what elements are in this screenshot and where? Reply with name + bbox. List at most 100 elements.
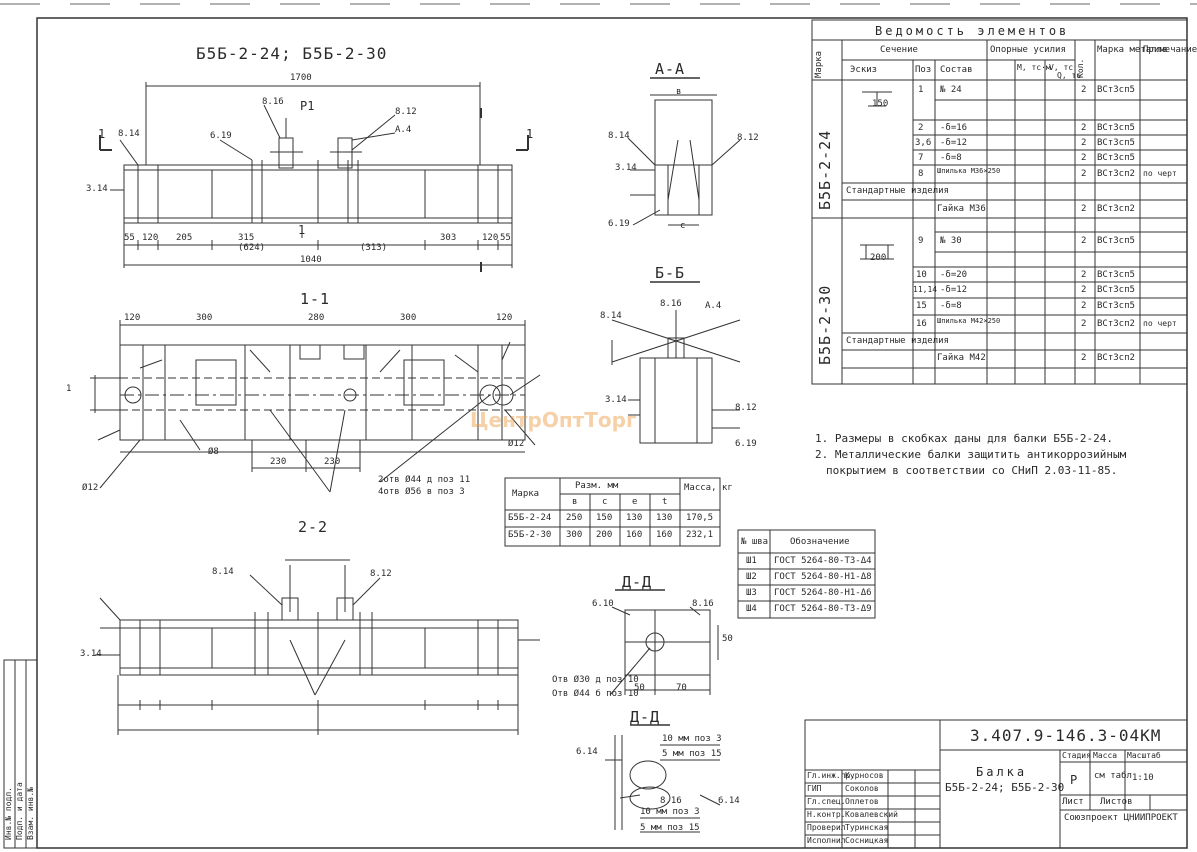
el-count: 2 [1081, 123, 1087, 133]
elements-header: V, тс [1049, 63, 1074, 72]
weld-table-header: Обозначение [790, 537, 850, 547]
title-block-lines [804, 719, 1188, 849]
dims-table-sub: е [632, 497, 638, 507]
group2-std-item: Гайка М42 [937, 353, 986, 363]
sign-name: Соколов [845, 784, 879, 793]
group2-sketch-dim: 200 [870, 253, 887, 263]
section-dd-lines [609, 589, 719, 696]
title-block-scale: 1:10 [1132, 773, 1154, 783]
dims-table-cell: 150 [596, 513, 613, 523]
group2-mark: Б5Б-2-30 [816, 284, 834, 365]
dims-table-header: Марка [512, 489, 540, 499]
section-dd-label: 50 [722, 634, 733, 644]
front-view-title: Б5Б-2-24; Б5Б-2-30 [196, 44, 388, 63]
section-aa-label: 6.19 [608, 219, 630, 229]
sign-role: Гл.инж.пр. [807, 771, 856, 780]
elements-header: Примечание [1143, 45, 1197, 55]
side-stamp-cell: Подп. и дата [15, 782, 24, 840]
title-block-header: Стадия [1062, 751, 1091, 760]
plan-dim: 120 [496, 313, 513, 323]
node-d-label: 10 мм поз 3 [662, 734, 722, 744]
el-metal: ВСт3сп5 [1097, 153, 1135, 163]
plan-hole-label: 2отв Ø44 д поз 11 [378, 475, 471, 485]
el-pos: 11,14 [913, 285, 938, 294]
el-pos: 16 [916, 319, 927, 329]
front-dim: 205 [176, 233, 193, 243]
front-pos-label: 8.16 [262, 97, 284, 107]
el-metal: ВСт3сп5 [1097, 236, 1135, 246]
side-stamp-cell: Инв.№ подл. [4, 787, 13, 840]
el-metal: ВСт3сп5 [1097, 85, 1135, 95]
section-aa-dim: в [676, 87, 682, 97]
front-pos-label: 8.12 [395, 107, 417, 117]
el-metal: ВСт3сп2 [1097, 169, 1135, 179]
elements-header: Состав [940, 65, 973, 75]
dims-table-cell: 130 [626, 513, 643, 523]
plan-side-dim: 1 [66, 384, 72, 394]
sign-name: Оплетов [845, 797, 879, 806]
section-bb-label: 8.12 [735, 403, 757, 413]
dims-table-cell: 130 [656, 513, 673, 523]
el-metal: ВСт3сп2 [1097, 319, 1135, 329]
el-pos: 8 [918, 169, 924, 179]
el-comp: -δ=16 [940, 123, 968, 133]
front-dim: 303 [440, 233, 457, 243]
el-note: по черт [1143, 169, 1177, 178]
plan-dim: 230 [324, 457, 341, 467]
front-pos-label: 6.19 [210, 131, 232, 141]
dims-table-sub: в [572, 497, 578, 507]
dims-table-header: Разм. мм [575, 481, 619, 491]
section-dd-label: Отв Ø44 б поз 10 [552, 689, 639, 699]
weld-table-cell: Ш3 [746, 588, 757, 598]
section-dd-label: 8.16 [692, 599, 714, 609]
note-line: покрытием в соответствии со СНиП 2.03-11… [826, 464, 1118, 477]
el-pos: 9 [918, 236, 924, 246]
view-22-label: 8.12 [370, 569, 392, 579]
title-block-mass: см табл [1094, 771, 1132, 781]
el-comp: № 30 [940, 236, 962, 246]
dims-table-header: Масса, кг [684, 483, 733, 493]
dims-table-sub: t [662, 497, 668, 507]
section-bb-label: 8.16 [660, 299, 682, 309]
group1-std-count: 2 [1081, 204, 1087, 214]
title-block-header: Масштаб [1127, 751, 1161, 760]
el-comp: -δ=8 [940, 301, 962, 311]
front-pos-label: 8.14 [118, 129, 140, 139]
elements-header: Q, тс [1057, 71, 1082, 80]
el-metal: ВСт3сп5 [1097, 285, 1135, 295]
el-count: 2 [1081, 169, 1087, 179]
section-dd-label: 6.10 [592, 599, 614, 609]
plan-hole-label: 4отв Ø56 в поз 3 [378, 487, 465, 497]
el-count: 2 [1081, 301, 1087, 311]
node-d-lines [605, 724, 721, 833]
weld-table-cell: ГОСТ 5264-80-Н1-Δ8 [774, 572, 872, 582]
section-aa-label: 8.14 [608, 131, 630, 141]
weld-table-cell: Ш1 [746, 556, 757, 566]
front-dim: 120 [142, 233, 159, 243]
plan-dim: 120 [124, 313, 141, 323]
elements-title: Ведомость элементов [875, 24, 1070, 38]
el-count: 2 [1081, 319, 1087, 329]
group1-std-metal: ВСт3сп2 [1097, 204, 1135, 214]
front-dim: 315 [238, 233, 255, 243]
elements-header: Кол. [1076, 58, 1085, 78]
view-22-label: 8.14 [212, 567, 234, 577]
section-1-mark-left: 1 [98, 127, 106, 141]
sign-role: Н.контр. [807, 810, 846, 819]
front-dim: 120 [482, 233, 499, 243]
plan-11-title: 1-1 [300, 290, 331, 308]
view-22-lines [95, 559, 540, 735]
el-count: 2 [1081, 285, 1087, 295]
front-dim: (313) [360, 243, 388, 253]
section-bb-label: 6.19 [735, 439, 757, 449]
node-d-label: 5 мм поз 15 [640, 823, 700, 833]
el-comp: -δ=20 [940, 270, 968, 280]
section-bb-title: Б-Б [655, 264, 686, 282]
elements-header: М, тс·м [1017, 63, 1051, 72]
node-d-label: 10 мм поз 3 [640, 807, 700, 817]
weld-table-lines [737, 529, 876, 619]
weld-table-header: № шва [741, 537, 769, 547]
el-comp: Шпилька М42×250 [937, 317, 1001, 325]
section-bb-label: А.4 [705, 301, 722, 311]
